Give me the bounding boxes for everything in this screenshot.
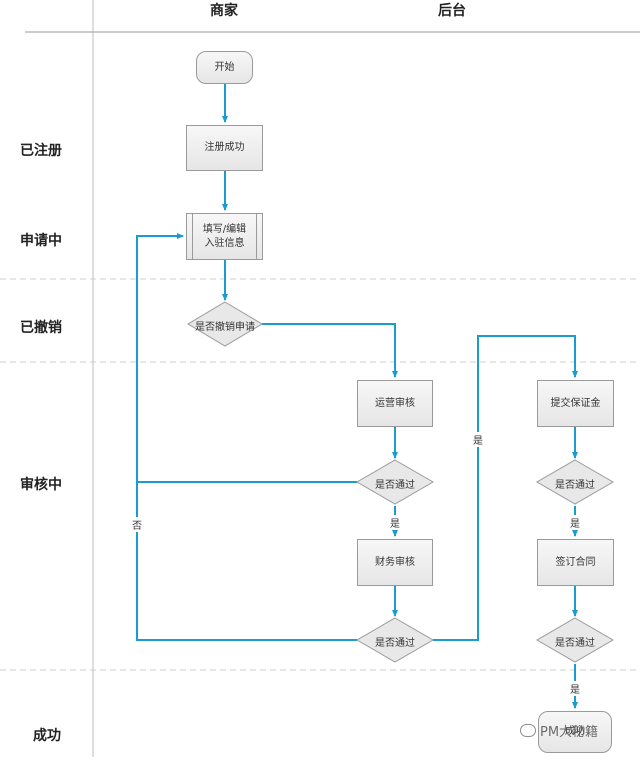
node-sign-contract: 签订合同 xyxy=(537,539,614,586)
decision-deposit-pass-shape xyxy=(536,459,614,505)
node-start: 开始 xyxy=(196,51,253,84)
decision-ops-pass-shape xyxy=(356,459,434,505)
decision-ops-pass-label: 是否通过 xyxy=(375,480,415,491)
watermark: PM大秘籍 xyxy=(520,721,598,740)
node-finance-review: 财务审核 xyxy=(357,539,433,586)
node-fill-edit-line1: 填写/编辑 xyxy=(202,223,247,235)
node-end-success: 成功 xyxy=(538,711,612,753)
edge-label-contract-yes: 是 xyxy=(570,681,580,696)
node-fill-edit-info: 填写/编辑 入驻信息 xyxy=(186,213,263,260)
column-header-merchant: 商家 xyxy=(210,3,238,19)
column-header-backend: 后台 xyxy=(438,3,466,19)
edge-finance-yes-deposit xyxy=(433,335,578,641)
decision-finance-pass-label: 是否通过 xyxy=(375,638,415,649)
node-ops-review: 运营审核 xyxy=(357,380,433,427)
lane-label-reviewing: 审核中 xyxy=(20,477,62,493)
decision-revoke-label: 是否撤销申请 xyxy=(195,322,255,333)
decision-revoke-shape xyxy=(187,301,263,347)
watermark-text: PM大秘籍 xyxy=(540,725,599,740)
edge-finance-fail-back xyxy=(136,482,357,641)
wechat-icon xyxy=(520,724,536,737)
edge-label-no: 否 xyxy=(132,517,142,532)
decision-contract-pass-label: 是否通过 xyxy=(555,638,595,649)
edge-label-deposit-yes: 是 xyxy=(570,515,580,530)
lane-label-success: 成功 xyxy=(33,728,61,744)
decision-contract-pass-shape xyxy=(536,617,614,663)
lane-label-revoked: 已撤销 xyxy=(20,320,62,336)
lane-label-applying: 申请中 xyxy=(20,233,62,249)
edge-label-ops-yes: 是 xyxy=(390,515,400,530)
node-submit-deposit: 提交保证金 xyxy=(537,380,614,427)
decision-finance-pass-shape xyxy=(356,617,434,663)
edge-label-finance-yes: 是 xyxy=(473,432,483,447)
edge-ops-fail-back xyxy=(136,233,357,483)
lane-label-registered: 已注册 xyxy=(20,143,62,159)
node-register-success: 注册成功 xyxy=(186,125,263,171)
decision-deposit-pass-label: 是否通过 xyxy=(555,480,595,491)
edge-revoke-ops xyxy=(262,323,398,378)
node-fill-edit-line2: 入驻信息 xyxy=(204,237,245,249)
